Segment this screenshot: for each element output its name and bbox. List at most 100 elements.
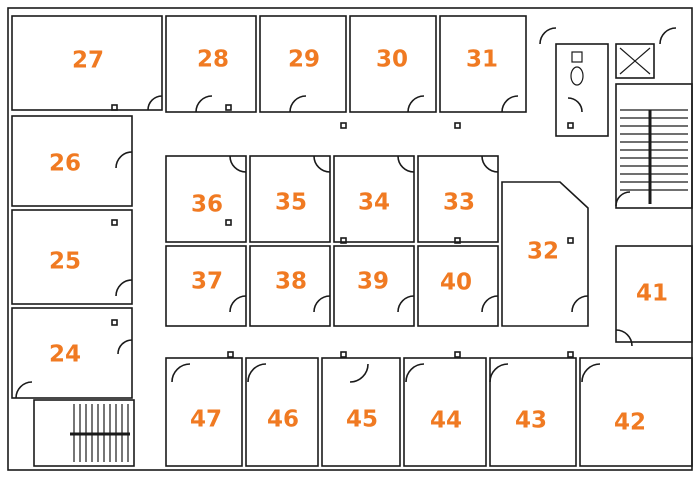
door-swing [115,279,133,297]
room-25-outline [11,209,133,305]
room-43-outline [489,357,577,467]
room-36-outline [165,155,247,243]
room-number: 33 [443,190,475,216]
door-swing [313,295,331,313]
room-number: 34 [358,190,390,216]
room-27-outline [11,15,163,111]
room-37-outline [165,245,247,327]
room-number: 27 [72,48,104,74]
door-swing [115,151,133,169]
stair-room-outline [33,399,135,467]
toilet-icon [570,51,584,86]
door-swing [481,295,499,313]
room-number: 47 [190,407,222,433]
door-swing [229,155,247,173]
room-44-outline [403,357,487,467]
outlet-marker [454,122,461,129]
door-swing [567,97,583,113]
room-number: 32 [527,239,559,265]
room-28-outline [165,15,257,113]
door-swing [313,155,331,173]
outlet-marker [225,219,232,226]
door-swing [581,363,601,383]
room-number: 30 [376,47,408,73]
room-number: 36 [191,192,223,218]
door-swing [147,95,163,111]
room-32-outline [501,181,589,327]
room-47-outline [165,357,243,467]
outlet-marker [111,219,118,226]
outlet-marker [340,351,347,358]
door-swing [571,295,589,313]
room-45-outline [321,357,401,467]
room-number: 46 [267,407,299,433]
room-46-outline [245,357,319,467]
room-number: 29 [288,47,320,73]
room-number: 45 [346,407,378,433]
room-number: 43 [515,408,547,434]
outlet-marker [227,351,234,358]
room-26-outline [11,115,133,207]
door-swing [289,95,307,113]
room-number: 39 [357,269,389,295]
restroom-outline [555,43,609,137]
outlet-marker [567,351,574,358]
outlet-marker [340,237,347,244]
door-swing [405,363,425,383]
room-labels: 27 28 29 30 31 26 25 24 36 35 34 33 37 3… [49,47,668,436]
outlet-marker [111,104,118,111]
door-swing [615,191,631,207]
room-number: 31 [466,47,498,73]
room-30-outline [349,15,437,113]
door-swing [247,363,267,383]
room-39-outline [333,245,415,327]
door-swing [539,27,557,45]
room-34-outline [333,155,415,243]
door-swing [407,95,425,113]
stairs-icon [620,109,688,204]
room-number: 35 [275,190,307,216]
stairwell-right-outline [615,83,693,209]
room-number: 37 [191,269,223,295]
outlet-marker [567,122,574,129]
door-swing [615,329,633,347]
room-41-outline [615,245,693,343]
room-29-outline [259,15,347,113]
door-swing [15,381,33,399]
stairs-icon [70,404,130,462]
room-35-outline [249,155,331,243]
outlet-marker [567,237,574,244]
door-swing [481,155,499,173]
room-38-outline [249,245,331,327]
door-swing [195,95,213,113]
room-33-outline [417,155,499,243]
room-number: 38 [275,269,307,295]
room-number: 24 [49,342,81,368]
door-swing [659,27,677,45]
door-swing [229,295,247,313]
outlet-marker [454,237,461,244]
room-number: 28 [197,47,229,73]
outlet-marker [340,122,347,129]
outlet-marker [225,104,232,111]
room-number: 41 [636,281,668,307]
room-number: 26 [49,151,81,177]
room-24-outline [11,307,133,399]
outlet-marker [454,351,461,358]
room-number: 25 [49,249,81,275]
room-42-outline [579,357,693,467]
room-40-outline [417,245,499,327]
room-number: 42 [614,410,646,436]
room-number: 44 [430,408,462,434]
room-31-outline [439,15,527,113]
door-swing [117,339,133,355]
outlet-marker [111,319,118,326]
door-swing [397,155,415,173]
door-swing [489,363,509,383]
door-swing [171,363,191,383]
shower-icon [619,47,651,75]
shower-outline [615,43,655,79]
door-swing [397,295,415,313]
door-swing [349,363,369,383]
